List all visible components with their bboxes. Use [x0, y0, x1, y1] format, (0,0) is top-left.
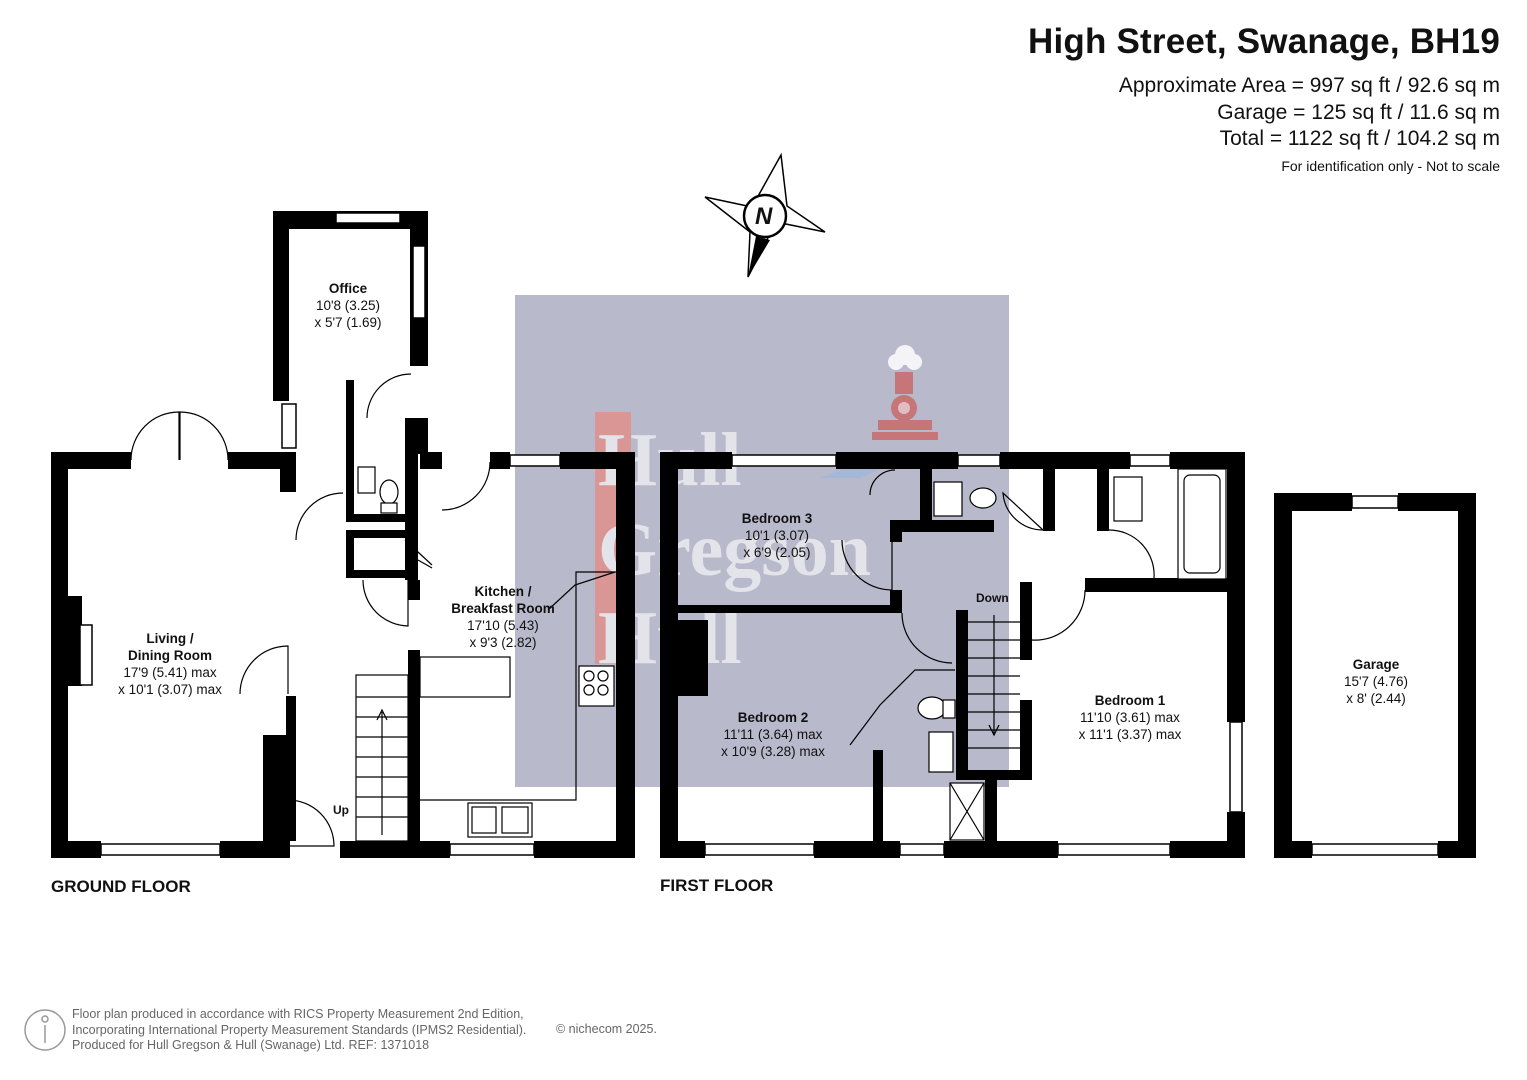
room-dim: 11'11 (3.64) max: [723, 727, 823, 742]
room-dim: 10'1 (3.07): [744, 528, 810, 543]
room-name: Bedroom 2: [737, 710, 809, 725]
scale-note: For identification only - Not to scale: [1281, 158, 1500, 174]
room-name: Breakfast Room: [451, 601, 555, 616]
watermark-line: Gregson: [598, 508, 871, 592]
room-dim: x 10'9 (3.28) max: [721, 744, 825, 759]
copyright: © nichecom 2025.: [556, 1022, 657, 1036]
room-name: Office: [328, 281, 368, 296]
kitchen-units: [419, 571, 616, 838]
room-name: Bedroom 1: [1094, 693, 1166, 708]
room-garage: Garage 15'7 (4.76) x 8' (2.44): [1344, 656, 1408, 707]
room-dim: 11'10 (3.61) max: [1080, 710, 1180, 725]
first-floor-label: FIRST FLOOR: [660, 876, 774, 895]
room-dim: 17'10 (5.43): [467, 618, 539, 633]
approx-area: Approximate Area = 997 sq ft / 92.6 sq m: [1118, 74, 1500, 97]
room-bedroom1: Bedroom 1 11'10 (3.61) max x 11'1 (3.37)…: [1079, 692, 1182, 743]
footer-line: Produced for Hull Gregson & Hull (Swanag…: [72, 1038, 430, 1052]
stairs: [355, 615, 1020, 842]
compass-icon: [704, 152, 826, 278]
compass-label: N: [755, 203, 773, 230]
total-area: Total = 1122 sq ft / 104.2 sq m: [1219, 127, 1500, 150]
garage-area: Garage = 125 sq ft / 11.6 sq m: [1217, 101, 1500, 124]
room-bedroom2: Bedroom 2 11'11 (3.64) max x 10'9 (3.28)…: [721, 709, 825, 760]
footer-text: Floor plan produced in accordance with R…: [72, 1007, 526, 1054]
room-dim: x 6'9 (2.05): [743, 545, 811, 560]
room-dim: x 9'3 (2.82): [469, 635, 537, 650]
footer-line: Floor plan produced in accordance with R…: [72, 1007, 524, 1021]
room-dim: x 5'7 (1.69): [314, 315, 382, 330]
room-dim: x 8' (2.44): [1346, 691, 1406, 706]
stairs-up-label: Up: [333, 803, 349, 817]
room-name: Living /: [146, 631, 194, 646]
stairs-down-label: Down: [976, 591, 1009, 605]
room-dim: x 10'1 (3.07) max: [118, 682, 222, 697]
room-kitchen: Kitchen / Breakfast Room 17'10 (5.43) x …: [451, 583, 555, 651]
room-living: Living / Dining Room 17'9 (5.41) max x 1…: [118, 630, 222, 698]
person-icon: [24, 1009, 66, 1051]
ground-floor-label: GROUND FLOOR: [51, 877, 191, 896]
room-office: Office 10'8 (3.25) x 5'7 (1.69): [314, 280, 381, 331]
walls: [51, 211, 1476, 858]
room-name: Garage: [1352, 657, 1400, 672]
room-name: Dining Room: [128, 648, 212, 663]
room-bedroom3: Bedroom 3 10'1 (3.07) x 6'9 (2.05): [742, 510, 813, 561]
room-dim: 15'7 (4.76): [1343, 674, 1409, 689]
room-dim: x 11'1 (3.37) max: [1078, 727, 1182, 742]
doors: [130, 373, 1155, 847]
sanitary-fittings: [357, 466, 1227, 841]
windows: [79, 212, 1439, 856]
room-name: Kitchen /: [474, 584, 532, 599]
room-dim: 10'8 (3.25): [315, 298, 381, 313]
room-dim: 17'9 (5.41) max: [123, 665, 217, 680]
room-name: Bedroom 3: [741, 511, 813, 526]
footer-line: Incorporating International Property Mea…: [72, 1022, 527, 1037]
property-title: High Street, Swanage, BH19: [1028, 22, 1500, 61]
